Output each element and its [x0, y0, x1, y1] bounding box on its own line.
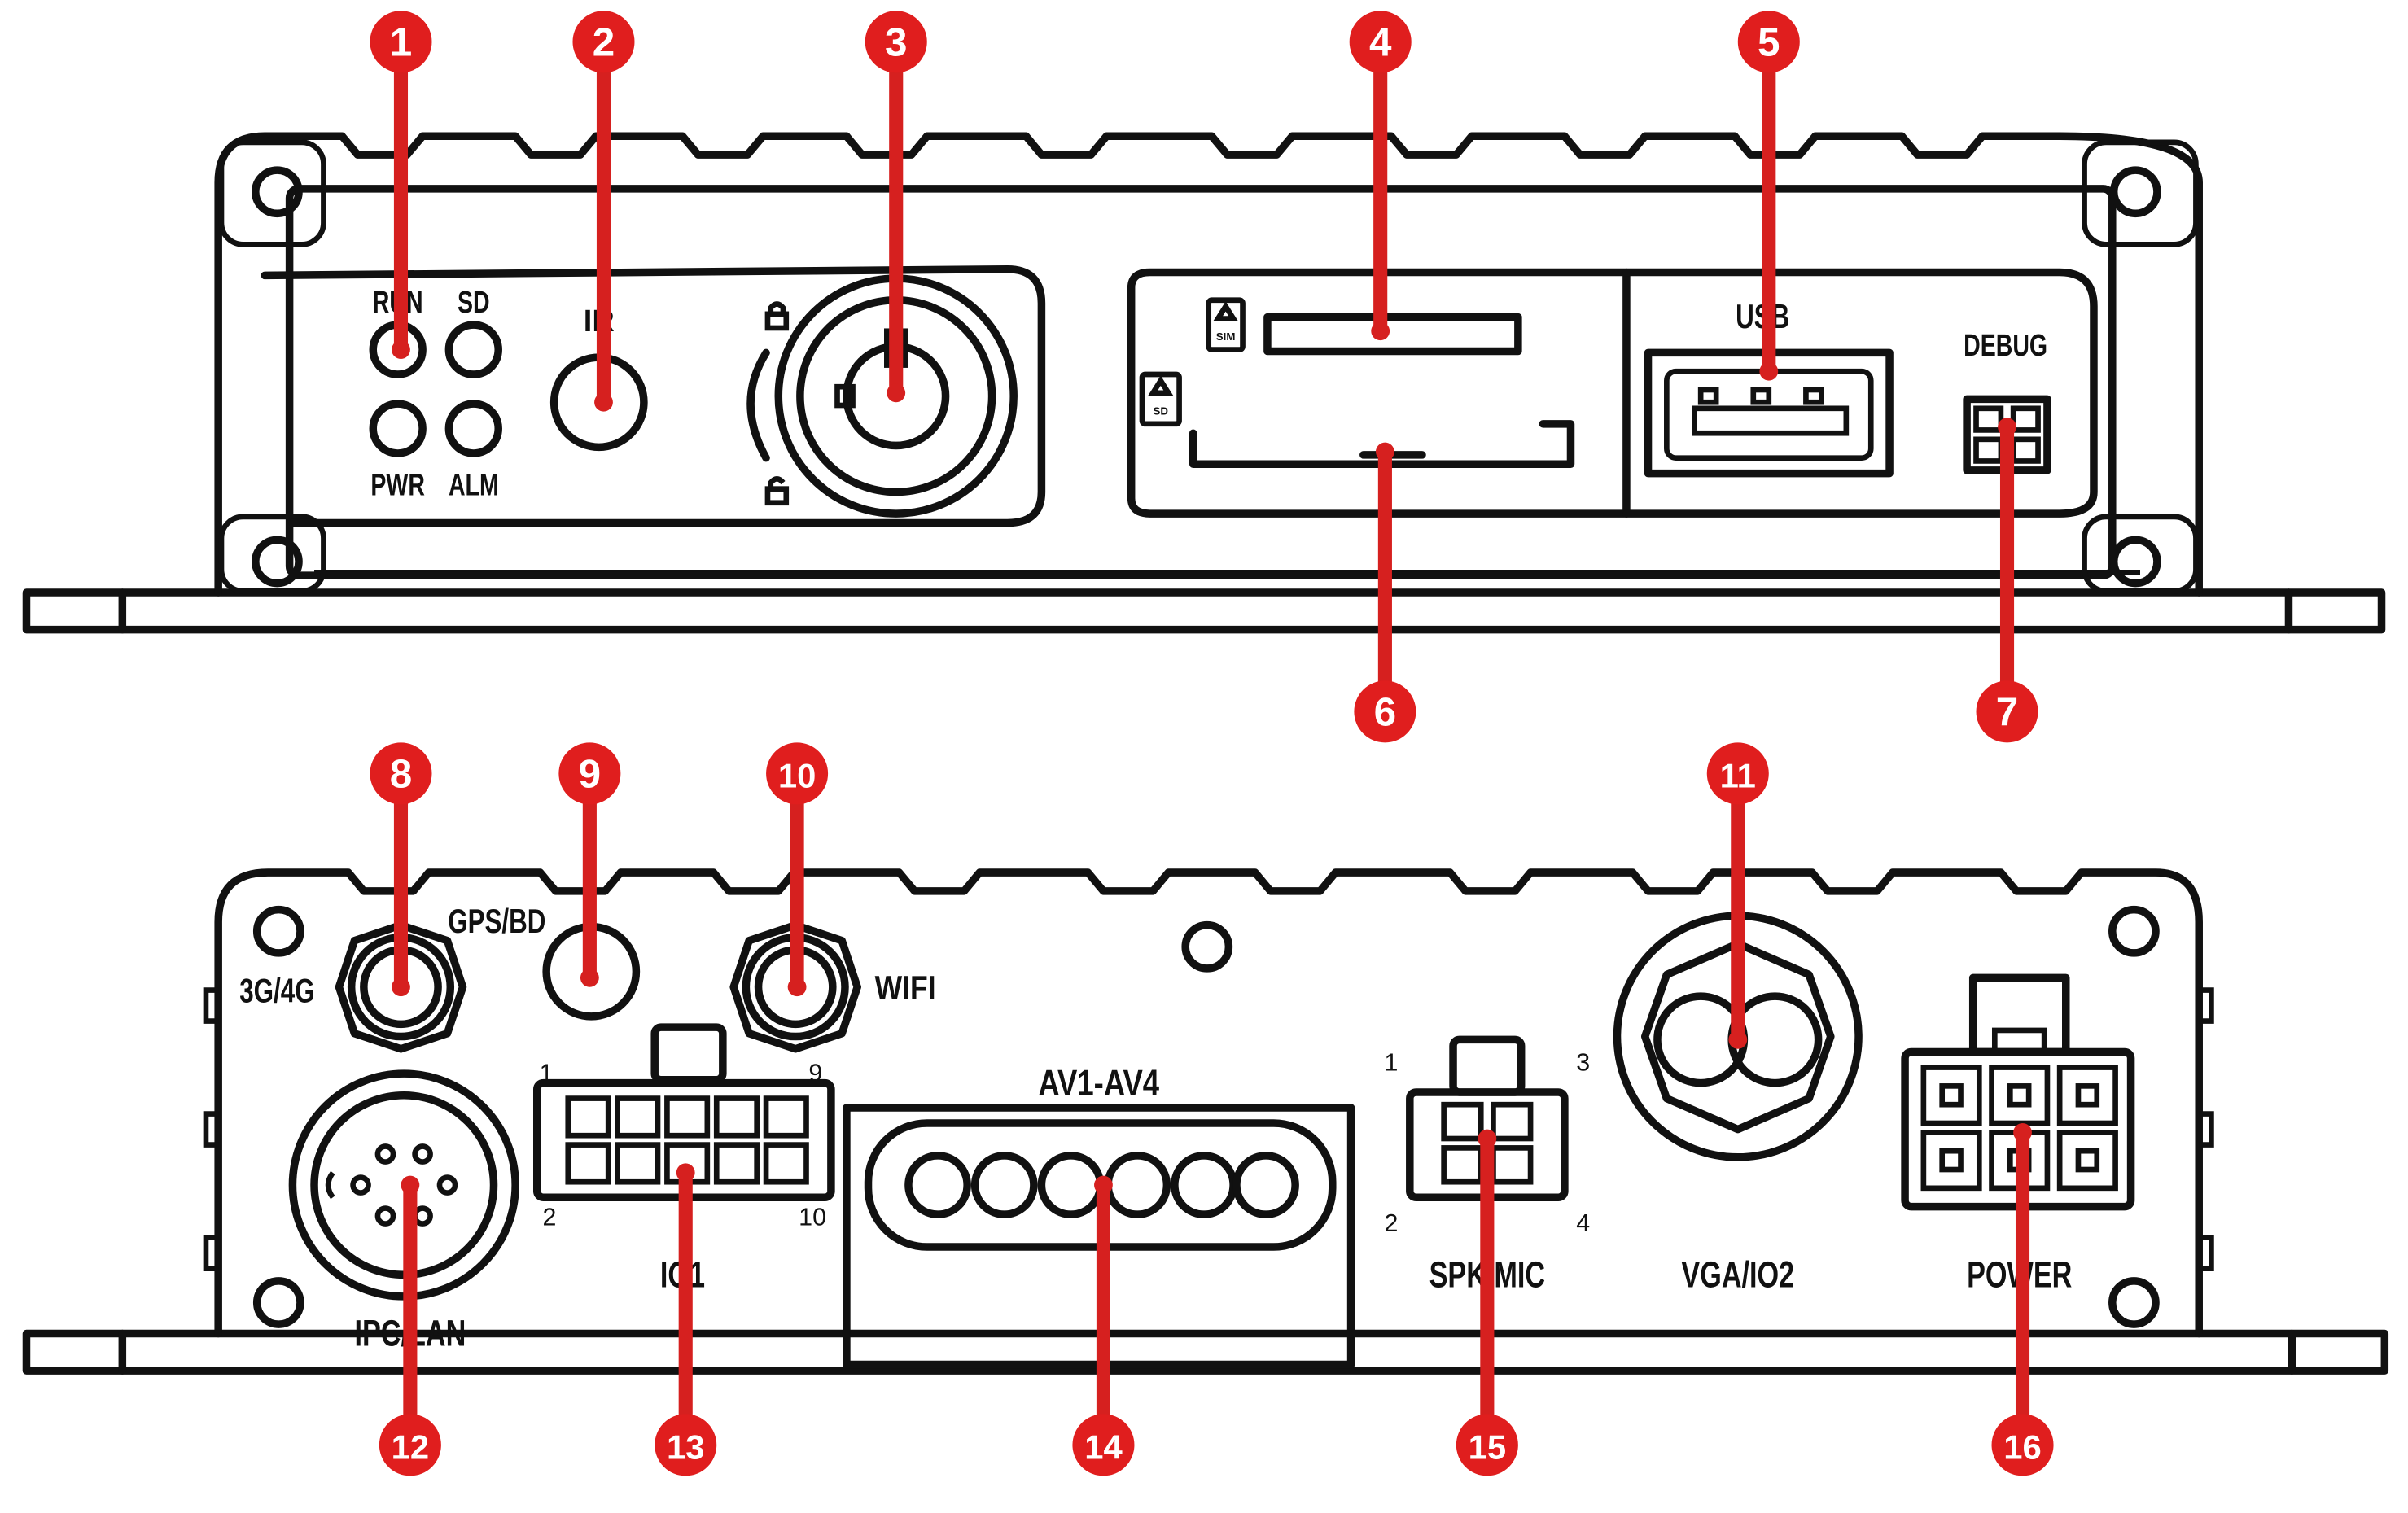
callouts: 1 2 3 4 5 6 7 8 9 10 11 12 13 14 15 16 — [370, 11, 2054, 1476]
lock-icon — [764, 301, 790, 331]
alm-led-label: ALM — [449, 468, 499, 502]
svg-text:16: 16 — [2003, 1428, 2042, 1466]
front-faceplate — [285, 185, 2117, 579]
callout-badge-1: 1 — [370, 11, 432, 73]
callout-badge-16: 16 — [1991, 1414, 2054, 1476]
callout-badge-4: 4 — [1349, 11, 1412, 73]
svg-text:4: 4 — [1369, 20, 1392, 64]
svg-text:13: 13 — [667, 1428, 705, 1466]
io-pin-10: 10 — [799, 1203, 826, 1231]
unlock-icon — [764, 476, 790, 506]
callout-badge-7: 7 — [1976, 680, 2038, 743]
svg-text:7: 7 — [1996, 689, 2018, 734]
wifi-label: WIFI — [875, 969, 936, 1007]
sim-card-slot[interactable] — [1263, 313, 1522, 356]
gps-label: GPS/BD — [448, 903, 545, 940]
svg-text:SD: SD — [1154, 404, 1169, 417]
svg-text:11: 11 — [1720, 757, 1756, 795]
rear-screw-hole — [252, 905, 304, 957]
svg-text:9: 9 — [579, 752, 601, 797]
callout-badge-3: 3 — [865, 11, 927, 73]
wifi-antenna-nut — [729, 920, 861, 1053]
callout-badge-14: 14 — [1072, 1414, 1135, 1476]
svg-text:10: 10 — [778, 757, 816, 795]
pwr-led-label: PWR — [370, 468, 425, 502]
cell-antenna-nut — [335, 920, 467, 1053]
usb-debug-panel — [1622, 268, 2098, 518]
callout-badge-15: 15 — [1456, 1414, 1518, 1476]
sd-led — [444, 321, 502, 378]
callout-badge-13: 13 — [655, 1414, 717, 1476]
front-flange — [22, 588, 2386, 634]
sd-card-slot[interactable] — [1189, 420, 1575, 468]
spk-pin-2: 2 — [1385, 1209, 1399, 1237]
svg-text:8: 8 — [390, 752, 412, 797]
callout-badge-11: 11 — [1706, 742, 1769, 805]
spk-pin-1: 1 — [1385, 1048, 1399, 1076]
av-label: AV1-AV4 — [1038, 1062, 1159, 1104]
pwr-led — [369, 400, 427, 457]
grounding-hole — [1181, 920, 1233, 973]
svg-text:5: 5 — [1758, 20, 1780, 64]
front-screw-hole — [252, 536, 303, 588]
callout-badge-9: 9 — [558, 742, 621, 805]
svg-text:3: 3 — [885, 20, 907, 64]
svg-text:12: 12 — [392, 1428, 430, 1466]
debug-label: DEBUG — [1964, 329, 2047, 363]
svg-text:SIM: SIM — [1216, 330, 1236, 343]
led-lock-panel — [261, 265, 1046, 527]
alm-led — [444, 400, 502, 457]
svg-text:15: 15 — [1469, 1428, 1507, 1466]
callout-badge-10: 10 — [766, 742, 829, 805]
cell-label: 3G/4G — [239, 972, 314, 1009]
front-screw-hole — [252, 166, 303, 218]
sd-led-label: SD — [458, 286, 490, 320]
rear-body-outline — [214, 868, 2203, 1338]
front-panel: RUN SD PWR ALM IR SIM — [22, 132, 2386, 634]
sd-card-icon: SD — [1139, 371, 1182, 427]
svg-text:1: 1 — [390, 20, 412, 64]
rear-flange — [22, 1329, 2389, 1375]
spk-pin-4: 4 — [1576, 1209, 1590, 1237]
sim-card-icon: SIM — [1206, 297, 1246, 352]
rear-screw-hole — [2108, 1277, 2160, 1328]
spk-pin-3: 3 — [1576, 1048, 1590, 1076]
front-screw-hole — [2109, 166, 2161, 218]
rear-screw-hole — [2108, 905, 2160, 957]
io-pin-2: 2 — [542, 1203, 556, 1231]
callout-badge-8: 8 — [370, 742, 432, 805]
svg-text:14: 14 — [1084, 1428, 1123, 1466]
vga-io2-label: VGA/IO2 — [1681, 1253, 1794, 1296]
callout-badge-5: 5 — [1737, 11, 1800, 73]
rear-panel: GPS/BD 3G/4G WIFI IPC/LAN 1 9 — [22, 868, 2389, 1375]
svg-text:6: 6 — [1374, 689, 1396, 734]
rear-screw-hole — [252, 1277, 304, 1328]
callout-badge-6: 6 — [1354, 680, 1416, 743]
callout-badge-2: 2 — [572, 11, 635, 73]
svg-text:2: 2 — [593, 20, 615, 64]
front-screw-hole — [2109, 536, 2161, 588]
callout-badge-12: 12 — [379, 1414, 441, 1476]
